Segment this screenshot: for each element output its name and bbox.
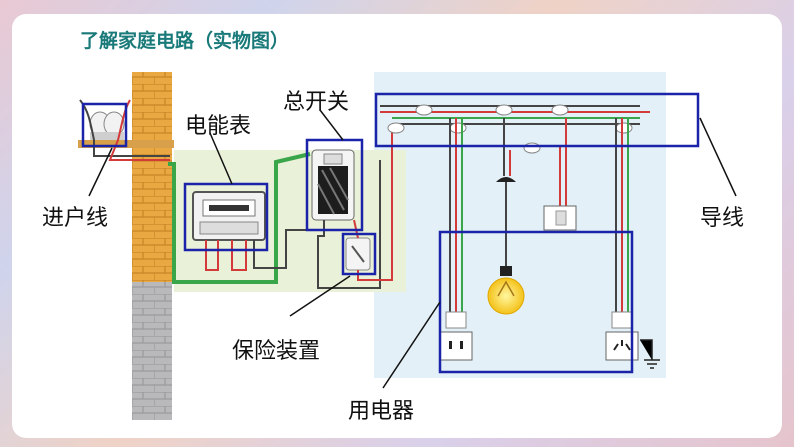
- leader-fuse: [289, 275, 351, 317]
- leader-wires: [699, 117, 737, 197]
- socket-left: [439, 311, 473, 361]
- label-fuse: 保险装置: [232, 339, 321, 364]
- ceiling-rose: [496, 177, 516, 182]
- wall-switch: [543, 205, 577, 231]
- electricity-meter: [192, 191, 266, 241]
- page-title: 了解家庭电路（实物图）: [80, 30, 290, 52]
- leader-appliances: [382, 301, 441, 389]
- light-bulb: [487, 266, 525, 315]
- junction-boxes: [387, 104, 633, 154]
- label-appliances: 用电器: [348, 399, 415, 424]
- main-switch-box: [305, 138, 364, 232]
- wires-box: [374, 92, 700, 148]
- entry-wire-box: [81, 102, 128, 148]
- main-switch-device: [311, 149, 355, 221]
- brick-wall: [132, 72, 172, 282]
- meter-box: [183, 182, 269, 252]
- leader-meter: [209, 132, 233, 185]
- ground-symbol: [640, 339, 660, 369]
- brick-wall-lower: [132, 282, 172, 420]
- label-entry-wire: 进户线: [42, 206, 109, 231]
- fuse-device: [345, 237, 371, 271]
- leader-switch: [319, 109, 344, 141]
- leader-entry: [88, 147, 113, 197]
- insulators: [89, 111, 125, 140]
- label-meter: 电能表: [185, 114, 252, 139]
- label-main-switch: 总开关: [283, 90, 350, 115]
- label-wires: 导线: [700, 206, 745, 231]
- fuse-box: [341, 232, 377, 276]
